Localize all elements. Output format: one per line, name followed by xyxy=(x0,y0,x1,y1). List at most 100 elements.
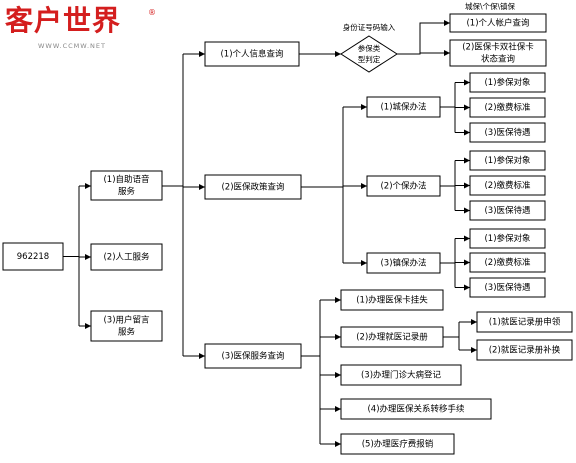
node-svc-record-label: (2)办理就医记录册 xyxy=(356,332,428,343)
node-town-benefits-label: (3)医保待遇 xyxy=(484,282,531,293)
flowchart-nodes xyxy=(2,13,573,455)
node-card-status-box xyxy=(449,39,547,67)
arrow-to-town-benefits xyxy=(464,284,470,291)
node-personal-payment-label: (2)缴费标准 xyxy=(484,180,531,191)
decision-diamond xyxy=(340,35,398,73)
node-card-status-label-1: (2)医保卡双社保卡 xyxy=(462,42,534,53)
node-card-status-label-2: 状态查询 xyxy=(481,54,515,65)
arrow-to-city xyxy=(361,104,367,110)
line-to-account xyxy=(397,22,450,55)
node-svc-record-renew-label: (2)就医记录册补换 xyxy=(489,345,561,356)
arrow-to-town xyxy=(361,260,367,266)
arrow-to-service-4 xyxy=(335,406,341,412)
node-self-service-box xyxy=(90,170,163,201)
node-svc-reimburse-box xyxy=(340,433,455,455)
insurance-types-label: 城保\个保\镇保 xyxy=(465,1,516,11)
arrow-to-city-benefits xyxy=(464,129,470,136)
node-svc-card-loss-label: (1)办理医保卡挂失 xyxy=(356,295,428,306)
node-personal-insured-box xyxy=(469,150,546,171)
node-svc-transfer-box xyxy=(340,398,492,420)
node-services-query-label: (3)医保服务查询 xyxy=(221,351,284,362)
node-town-insured-label: (1)参保对象 xyxy=(484,233,531,244)
arrow-to-personal-insured xyxy=(464,157,470,164)
node-city-insurance-label: (1)城保办法 xyxy=(380,102,426,113)
node-svc-card-loss-box xyxy=(340,289,444,311)
idcard-input-label: 身份证号码输入 xyxy=(343,22,396,32)
node-services-query-box xyxy=(204,343,302,369)
connector-lines xyxy=(63,20,477,447)
node-962218-box xyxy=(2,242,64,271)
node-manual-service-box xyxy=(90,243,163,271)
arrow-to-decision xyxy=(335,51,341,57)
arrow-to-record-apply xyxy=(471,319,477,325)
node-policy-query-box xyxy=(204,174,302,200)
node-message-service-label-1: (3)用户留言 xyxy=(103,315,150,326)
node-personal-benefits-label: (3)医保待遇 xyxy=(484,205,531,216)
node-svc-transfer-label: (4)办理医保关系转移手续 xyxy=(367,404,465,415)
arrow-to-personal-ins xyxy=(361,183,367,189)
node-962218-label: 962218 xyxy=(17,252,49,262)
arrow-to-service-1 xyxy=(335,297,341,303)
node-personal-info-label: (1)个人信息查询 xyxy=(220,49,283,60)
node-city-insurance-box xyxy=(366,96,441,118)
node-city-insured-label: (1)参保对象 xyxy=(484,77,531,88)
arrow-to-personal-payment xyxy=(464,182,470,189)
node-city-insured-box xyxy=(469,72,546,93)
arrow-to-account xyxy=(444,20,450,26)
arrow-to-service-2 xyxy=(335,334,341,340)
decision-label-2: 型判定 xyxy=(358,54,381,64)
node-city-payment-box xyxy=(469,97,546,118)
node-manual-service-label: (2)人工服务 xyxy=(103,252,150,263)
node-message-service-box xyxy=(90,310,163,342)
node-self-service-label-1: (1)自助语音 xyxy=(103,174,150,185)
arrow-to-city-insured xyxy=(464,79,470,86)
node-policy-query-label: (2)医保政策查询 xyxy=(221,182,284,193)
node-city-payment-label: (2)缴费标准 xyxy=(484,102,531,113)
node-svc-record-apply-box xyxy=(476,311,573,333)
arrow-to-personal-benefits xyxy=(464,207,470,214)
node-account-query-label: (1)个人帐户查询 xyxy=(466,18,529,29)
node-svc-reimburse-label: (5)办理医疗费报销 xyxy=(362,439,434,450)
node-svc-record-renew-box xyxy=(476,339,573,361)
node-personal-insured-label: (1)参保对象 xyxy=(484,155,531,166)
logo-registered-mark: ® xyxy=(148,8,156,17)
node-account-query-box xyxy=(449,13,547,33)
node-town-insurance-label: (3)镇保办法 xyxy=(380,258,426,269)
node-personal-insurance-label: (2)个保办法 xyxy=(380,181,426,192)
node-town-payment-box xyxy=(469,252,546,273)
logo-title: 客户世界 xyxy=(5,4,122,37)
node-svc-record-apply-label: (1)就医记录册申领 xyxy=(489,317,561,328)
arrow-to-town-payment xyxy=(464,259,470,266)
node-svc-record-box xyxy=(340,326,444,348)
node-city-benefits-label: (3)医保待遇 xyxy=(484,127,531,138)
node-self-service-label-2: 服务 xyxy=(118,186,136,197)
node-svc-clinic-label: (3)办理门诊大病登记 xyxy=(361,370,442,381)
arrow-to-personal-info xyxy=(199,51,205,57)
node-personal-info-box xyxy=(204,41,300,67)
node-message-service-label-2: 服务 xyxy=(118,327,136,338)
arrow-to-record-renew xyxy=(471,347,477,353)
node-city-benefits-box xyxy=(469,122,546,143)
arrow-to-card-status xyxy=(444,50,450,56)
arrow-to-services xyxy=(199,353,205,359)
decision-label-1: 参保类 xyxy=(358,43,381,53)
node-personal-benefits-box xyxy=(469,200,546,221)
node-personal-payment-box xyxy=(469,175,546,196)
node-personal-insurance-box xyxy=(366,175,441,197)
arrow-to-manual xyxy=(85,254,91,260)
arrow-to-town-insured xyxy=(464,235,470,242)
arrow-to-city-payment xyxy=(464,104,470,111)
node-town-insurance-box xyxy=(366,252,441,274)
node-town-payment-label: (2)缴费标准 xyxy=(484,257,531,268)
logo-url: WWW.CCMW.NET xyxy=(38,42,106,50)
arrow-to-self xyxy=(85,183,91,189)
arrow-to-policy xyxy=(199,184,205,190)
node-town-insured-box xyxy=(469,228,546,249)
node-town-benefits-box xyxy=(469,277,546,298)
arrow-to-service-5 xyxy=(335,441,341,447)
arrow-to-message xyxy=(85,323,91,329)
node-svc-clinic-box xyxy=(340,364,462,386)
arrow-to-service-3 xyxy=(335,372,341,378)
